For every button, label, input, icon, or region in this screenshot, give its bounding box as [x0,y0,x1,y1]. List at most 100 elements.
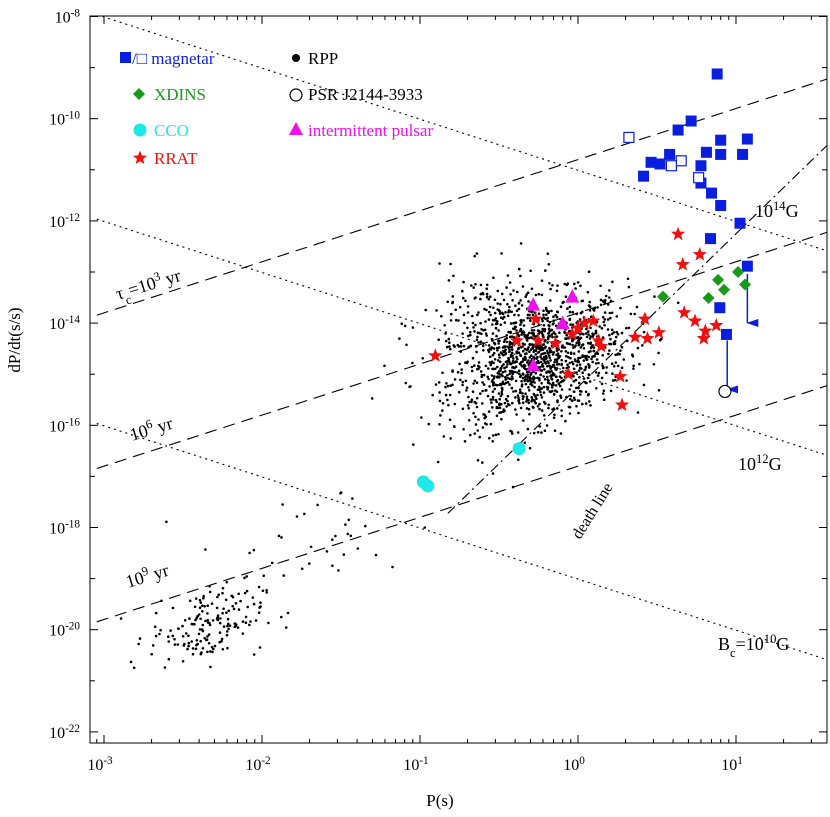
y-tick-label: 10-16 [49,416,80,435]
rpp-dot [556,284,559,287]
rpp-dot [538,385,541,389]
rpp-dot [562,366,565,370]
rpp-dot [503,401,507,405]
rpp-dot [522,319,525,322]
magnetar-open-marker [665,160,677,172]
rpp-dot [519,274,522,278]
rpp-dot [215,606,219,610]
rpp-dot [581,299,585,303]
rpp-dot [588,400,591,403]
rpp-dot [541,319,544,323]
rpp-dot [491,440,495,443]
rpp-dot [462,344,466,348]
rpp-dot [495,405,499,409]
rpp-dot [552,315,555,319]
rpp-dot [356,547,360,550]
rpp-dot [603,324,606,327]
rpp-dot [300,567,304,571]
rpp-dot [577,343,580,347]
rpp-dot [548,282,551,285]
rpp-dot [603,311,607,314]
rpp-dot [512,289,515,292]
rpp-dot [474,323,477,327]
rpp-dot [540,330,544,334]
rrat-star [614,397,630,411]
rpp-dot [411,361,414,365]
magnetar-marker [645,156,657,168]
rpp-dot [339,491,343,494]
rpp-dot [513,313,516,317]
rpp-dot [158,632,161,636]
rpp-dot [473,254,477,258]
rpp-dot [573,282,576,286]
rpp-dot [547,332,550,335]
source-markers [132,68,759,493]
rpp-dot [611,372,614,375]
rpp-dot [514,379,518,383]
rpp-dot [569,394,573,398]
xdins-marker [702,291,715,304]
rpp-dot [258,646,262,649]
rpp-dot [552,319,556,323]
rpp-dot [543,378,547,381]
rpp-dot [213,644,217,648]
rpp-dot [534,293,538,297]
rpp-dot [588,380,592,383]
rpp-dot [216,614,220,617]
rpp-dot [574,378,578,382]
rpp-dot [597,361,600,365]
rpp-dot [523,441,527,445]
rpp-dot [487,297,491,301]
rpp-dot [616,364,620,368]
rpp-dot [258,606,261,609]
rpp-dot [576,359,580,362]
rpp-dot [479,392,482,395]
rpp-dot [151,644,155,647]
rpp-dot [244,621,248,624]
rpp-dot [477,418,480,421]
rpp-dot [411,326,415,329]
rpp-dot [626,339,629,343]
rpp-dot [503,338,507,341]
rpp-dot [443,324,447,327]
legend-magnetar-square [120,52,131,63]
rpp-dot [462,428,465,431]
rpp-dot [508,372,512,376]
rpp-dot [159,628,162,632]
rpp-dot [469,344,473,348]
rpp-dot [525,293,528,296]
rpp-dot [508,342,512,346]
magnetar-open-marker [675,155,687,167]
rpp-dot [569,351,573,355]
rpp-dot [337,569,340,572]
rpp-dot [221,586,225,590]
rrat-star [577,315,592,330]
rpp-dot [488,436,491,440]
rpp-dot [538,377,541,380]
rpp-dot [586,376,590,380]
rpp-dot [138,637,142,640]
rpp-dot [547,403,550,407]
cco-marker [512,442,526,456]
rpp-dot [545,365,549,368]
legend-j2144-circle [289,88,303,102]
rpp-dot [451,369,455,372]
rpp-dot [548,324,551,328]
rpp-dot [502,408,506,411]
rpp-dot [581,402,584,406]
rpp-dot [514,408,517,411]
rpp-dot [525,352,528,355]
rpp-dot [331,564,334,567]
rpp-dot [167,657,171,661]
rpp-dot [488,385,491,388]
rpp-dot [449,384,452,388]
rpp-dot [538,347,542,350]
rpp-dot [529,319,532,323]
rpp-dot [191,652,195,656]
rrat-star [594,338,609,353]
rpp-dot [495,414,499,418]
rpp-dot [540,369,543,372]
x-tick-label: 100 [563,755,585,774]
rpp-dot [437,338,441,342]
rpp-dot [550,389,554,393]
